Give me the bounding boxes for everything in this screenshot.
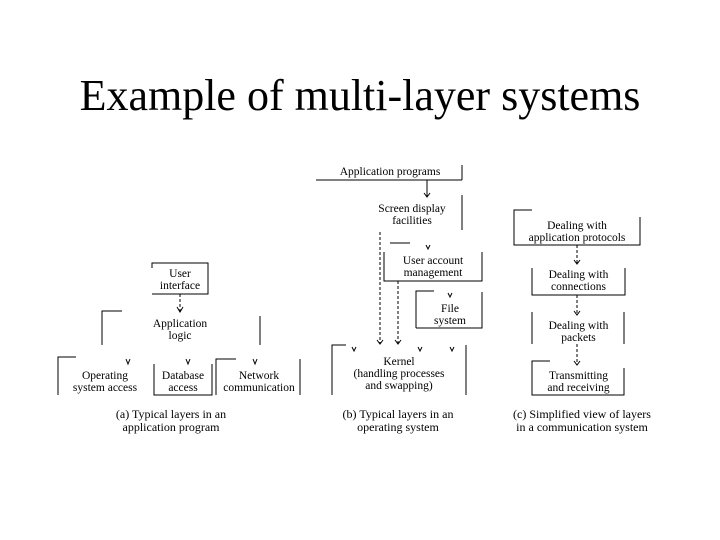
packets-label: Dealing with packets <box>548 320 609 344</box>
caption-c: (c) Simplified view of layers in a commu… <box>513 407 651 434</box>
c-protocols-box-top <box>513 209 532 217</box>
user-account-label: User account management <box>402 255 464 279</box>
b-kernel-arrowhead-mid <box>394 339 402 345</box>
b-file-system-box-bottom <box>416 292 483 329</box>
b-file-system-arrowhead <box>447 292 453 299</box>
kernel-label: Kernel (handling processes and swapping) <box>353 356 445 392</box>
c-connections-box <box>531 268 626 296</box>
c-transmit-box <box>531 368 625 396</box>
c-transmit-arrowhead <box>573 360 581 366</box>
c-packets-arrowhead <box>573 310 581 316</box>
os-access-label: Operating system access <box>72 370 138 394</box>
b-kernel-arrowhead-b <box>417 346 423 353</box>
slide-title: Example of multi-layer systems <box>79 71 641 120</box>
file-system-label: File system <box>434 303 466 327</box>
caption-a: (a) Typical layers in an application pro… <box>115 407 227 434</box>
user-interface-label: User interface <box>159 268 201 292</box>
a-network-arrowhead <box>252 358 258 366</box>
b-file-system-box <box>415 290 434 328</box>
c-transmit-box-top <box>531 360 550 368</box>
screen-display-label: Screen display facilities <box>378 203 446 227</box>
b-kernel-box <box>331 344 346 395</box>
b-to-screen-arrowhead <box>423 192 431 198</box>
a-os-arrowhead <box>125 358 131 366</box>
network-communication-label: Network communication <box>223 370 295 394</box>
connections-label: Dealing with connections <box>548 269 609 293</box>
b-kernel-arrowhead-left <box>376 339 384 345</box>
b-kernel-arrowhead-a <box>351 346 357 353</box>
a-application-logic-box <box>101 310 122 345</box>
a-db-arrowhead <box>185 358 191 366</box>
b-user-account-box <box>383 252 483 282</box>
database-access-label: Database access <box>161 370 205 394</box>
b-kernel-arrowhead-c <box>449 346 455 353</box>
application-logic-label: Application logic <box>152 318 208 342</box>
a-user-interface-box <box>151 262 209 295</box>
b-user-account-arrowhead <box>425 244 431 251</box>
transmitting-label: Transmitting and receiving <box>547 370 610 394</box>
application-protocols-label: Dealing with application protocols <box>528 220 626 244</box>
c-connections-arrowhead <box>573 259 581 265</box>
a-os-access-box <box>57 356 76 362</box>
a-network-box <box>215 358 236 395</box>
application-programs-label: Application programs <box>339 166 441 178</box>
a-db-access-box <box>153 364 213 396</box>
caption-b: (b) Typical layers in an operating syste… <box>342 407 454 434</box>
a-ui-to-logic-arrowhead <box>176 306 184 313</box>
